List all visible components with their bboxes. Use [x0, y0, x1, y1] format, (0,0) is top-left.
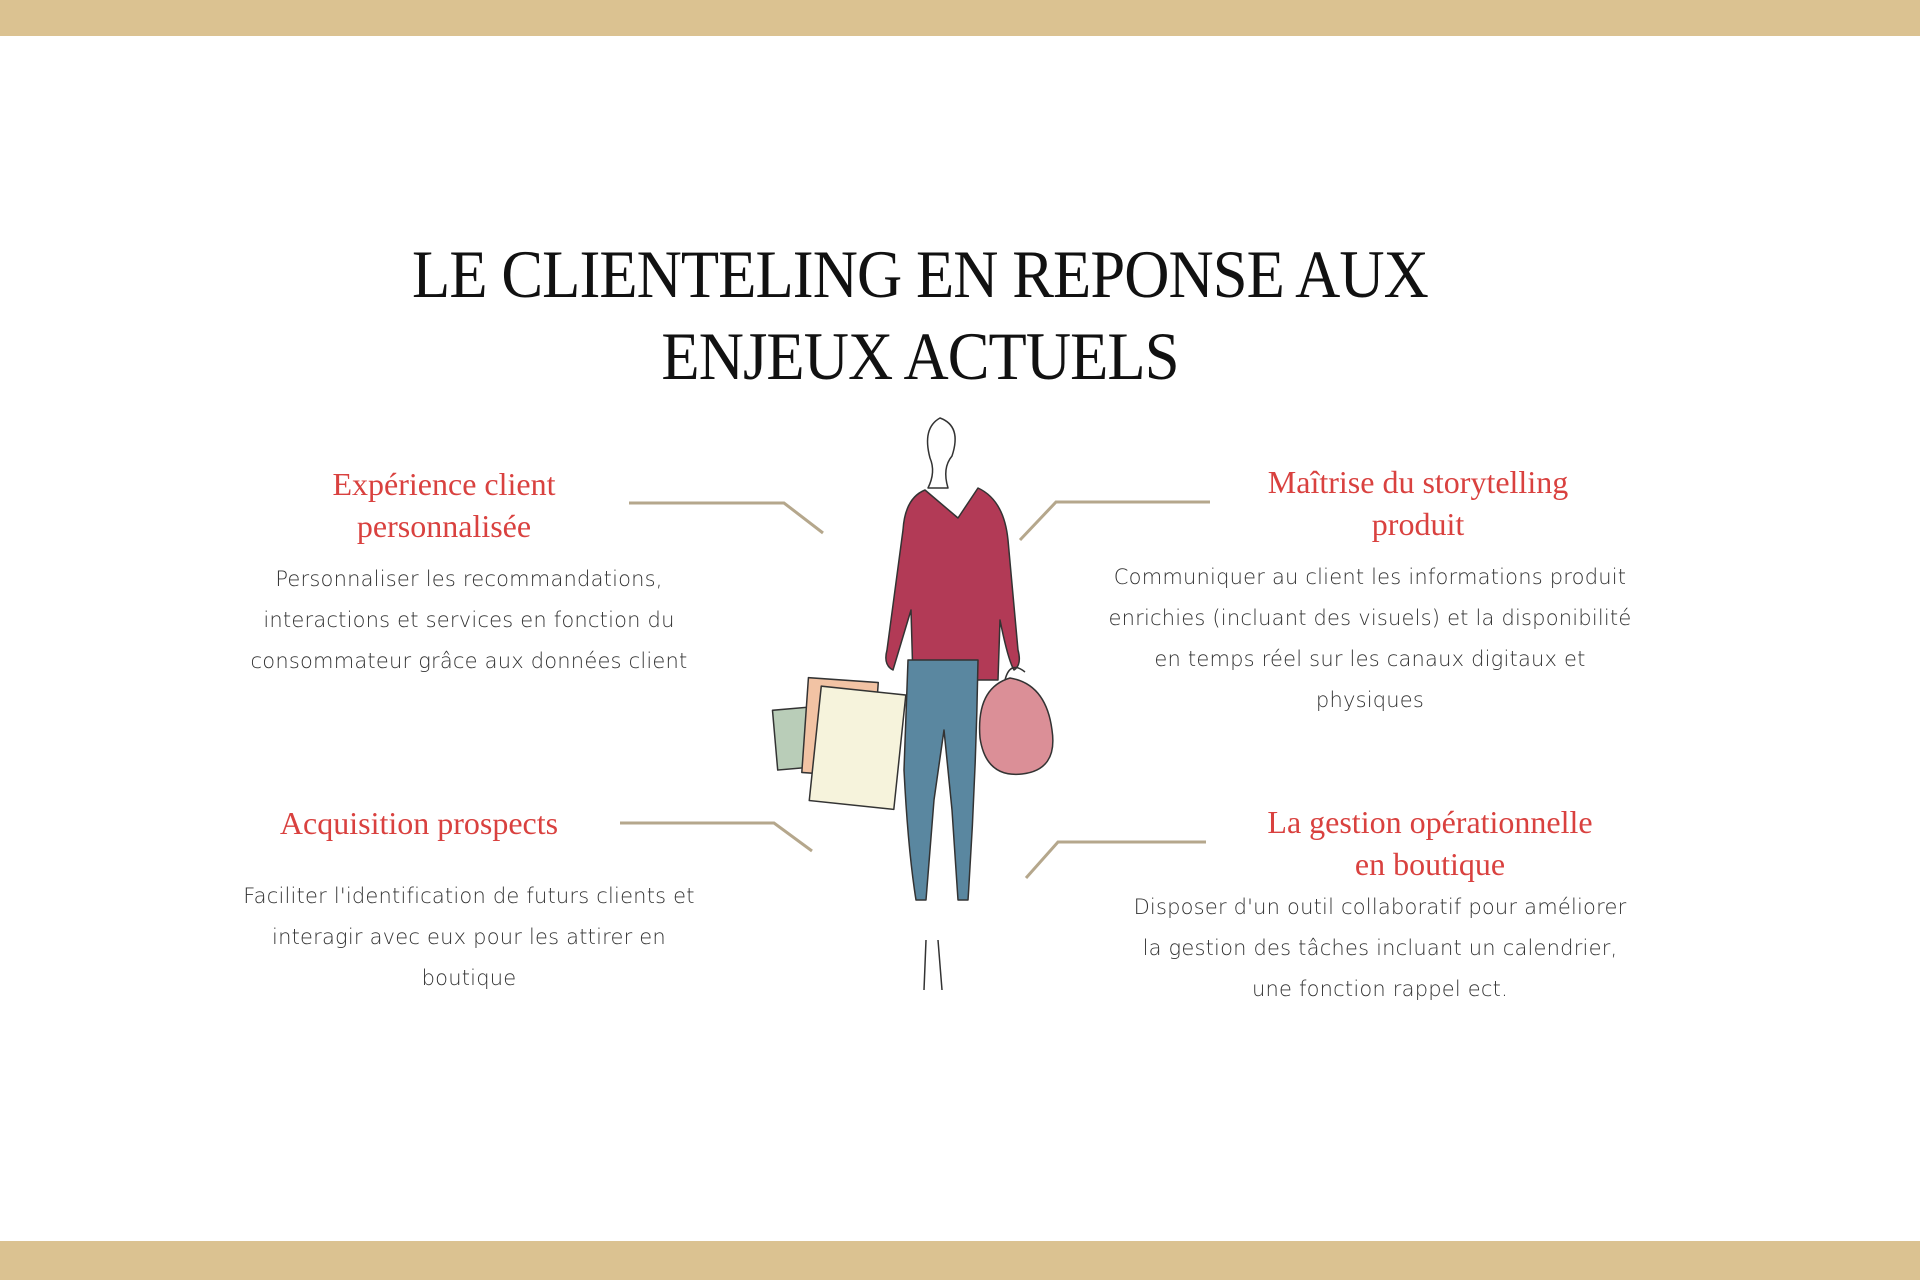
- body-line: enrichies (incluant des visuels) et la d…: [1108, 606, 1632, 630]
- body-line: une fonction rappel ect.: [1252, 977, 1508, 1001]
- section-body: Communiquer au client les informations p…: [1070, 557, 1670, 721]
- connector-bottom-right: [1024, 840, 1206, 879]
- body-line: interactions et services en fonction du: [263, 608, 675, 632]
- body-line: Disposer d'un outil collaboratif pour am…: [1133, 895, 1627, 919]
- page-title: LE CLIENTELING EN REPONSE AUX ENJEUX ACT…: [74, 233, 1767, 397]
- body-line: Communiquer au client les informations p…: [1113, 565, 1627, 589]
- body-line: Faciliter l'identification de futurs cli…: [243, 884, 695, 908]
- heading-line: personnalisée: [356, 508, 532, 544]
- body-line: interagir avec eux pour les attirer en: [272, 925, 666, 949]
- heading-line: produit: [1371, 506, 1465, 542]
- section-body: Faciliter l'identification de futurs cli…: [194, 876, 744, 999]
- title-line-2: ENJEUX ACTUELS: [661, 318, 1179, 394]
- connector-top-right: [1018, 500, 1210, 542]
- section-heading: La gestion opérationnelle en boutique: [1190, 801, 1670, 885]
- section-storytelling: Maîtrise du storytelling produit Communi…: [1070, 461, 1670, 721]
- body-line: en temps réel sur les canaux digitaux et: [1154, 647, 1586, 671]
- heading-line: Expérience client: [332, 466, 556, 502]
- body-line: physiques: [1315, 688, 1425, 712]
- section-body: Disposer d'un outil collaboratif pour am…: [1090, 887, 1670, 1010]
- section-heading: Expérience client personnalisée: [199, 463, 689, 547]
- heading-line: La gestion opérationnelle: [1267, 804, 1593, 840]
- heading-line: Acquisition prospects: [279, 805, 559, 841]
- section-prospect-acquisition: Acquisition prospects Faciliter l'identi…: [194, 802, 744, 999]
- body-line: la gestion des tâches incluant un calend…: [1142, 936, 1618, 960]
- section-personalized-experience: Expérience client personnalisée Personna…: [199, 463, 689, 682]
- connector-lines: [620, 500, 1210, 879]
- body-line: boutique: [421, 966, 517, 990]
- connector-bottom-left: [620, 821, 813, 853]
- connector-top-left: [629, 501, 824, 535]
- section-heading: Acquisition prospects: [194, 802, 644, 844]
- heading-line: Maîtrise du storytelling: [1267, 464, 1569, 500]
- section-store-operations: La gestion opérationnelle en boutique Di…: [1090, 801, 1670, 1010]
- section-heading: Maîtrise du storytelling produit: [1166, 461, 1670, 545]
- shopping-woman-illustration: [771, 417, 1054, 991]
- top-border-band: [0, 0, 1920, 36]
- title-line-1: LE CLIENTELING EN REPONSE AUX: [412, 236, 1429, 312]
- section-body: Personnaliser les recommandations, inter…: [249, 559, 689, 682]
- bottom-border-band: [0, 1241, 1920, 1280]
- heading-line: en boutique: [1354, 846, 1506, 882]
- body-line: consommateur grâce aux données client: [250, 649, 688, 673]
- body-line: Personnaliser les recommandations,: [275, 567, 663, 591]
